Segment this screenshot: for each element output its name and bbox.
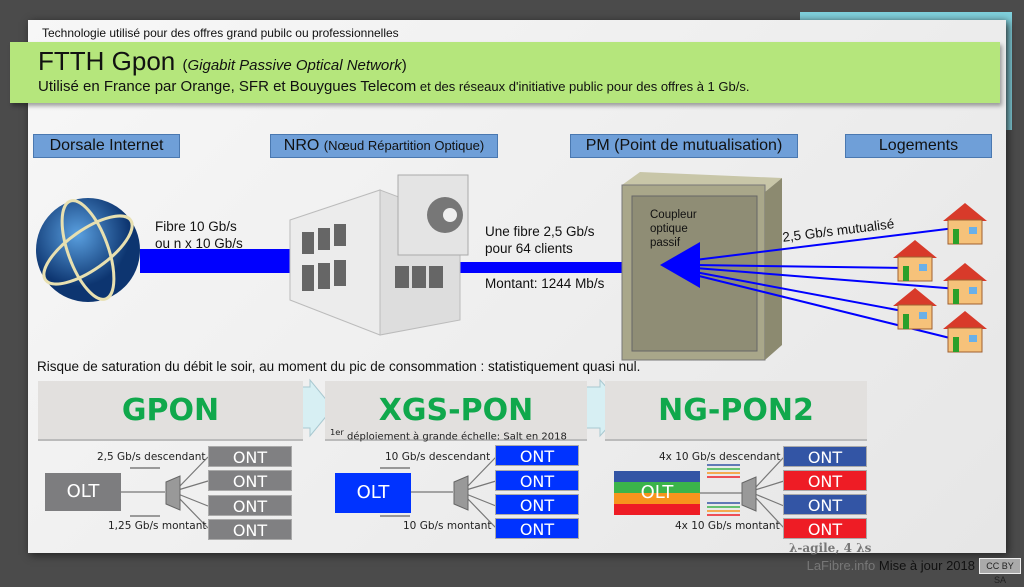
label-logements: Logements bbox=[845, 134, 992, 158]
pm-fiber bbox=[440, 262, 670, 273]
ng-pon2-title: NG-PON2 bbox=[605, 381, 867, 441]
ng-down: 4x 10 Gb/s descendant bbox=[659, 451, 781, 463]
xgs-up: 10 Gb/s montant bbox=[403, 520, 492, 532]
xgs-ont: ONT bbox=[495, 494, 579, 515]
xgs-pon-title: XGS-PON bbox=[325, 381, 587, 441]
ng-ont: ONT bbox=[783, 518, 867, 539]
gpon-ont: ONT bbox=[208, 470, 292, 491]
coupler-arrow bbox=[660, 242, 700, 288]
subtitle: Utilisé en France par Orange, SFR et Bou… bbox=[38, 78, 750, 95]
ng-ont: ONT bbox=[783, 446, 867, 467]
xgs-ont: ONT bbox=[495, 518, 579, 539]
xgs-ont: ONT bbox=[495, 470, 579, 491]
backbone-fiber bbox=[140, 249, 300, 273]
label-dorsale: Dorsale Internet bbox=[33, 134, 180, 158]
xgs-ont: ONT bbox=[495, 445, 579, 466]
lambda-note: λ-agile, 4 λs bbox=[789, 541, 872, 555]
ng-olt: OLT bbox=[614, 471, 700, 515]
gpon-up: 1,25 Gb/s montant bbox=[108, 520, 207, 532]
direction-arrows bbox=[130, 467, 410, 517]
risk-note: Risque de saturation du débit le soir, a… bbox=[37, 359, 641, 374]
footer: LaFibre.info Mise à jour 2018 bbox=[807, 558, 975, 573]
gpon-down: 2,5 Gb/s descendant bbox=[97, 451, 206, 463]
gpon-ont: ONT bbox=[208, 519, 292, 540]
upstream-label: Montant: 1244 Mb/s bbox=[485, 276, 605, 291]
xgs-olt: OLT bbox=[335, 473, 411, 513]
title-banner: FTTH Gpon (Gigabit Passive Optical Netwo… bbox=[10, 42, 1000, 103]
ng-up: 4x 10 Gb/s montant bbox=[675, 520, 780, 532]
gpon-ont: ONT bbox=[208, 495, 292, 516]
building-icon bbox=[289, 174, 469, 336]
header-note: Technologie utilisé pour des offres gran… bbox=[42, 26, 399, 40]
wavelength-arrows bbox=[707, 464, 740, 516]
label-pm: PM (Point de mutualisation) bbox=[570, 134, 798, 158]
site-link[interactable]: LaFibre.info bbox=[806, 558, 876, 573]
xgs-down: 10 Gb/s descendant bbox=[385, 451, 491, 463]
cc-license-badge: CC BY SA bbox=[979, 558, 1021, 585]
xgs-note: 1er déploiement à grande échelle: Salt e… bbox=[330, 427, 567, 443]
splitter-icon bbox=[165, 475, 757, 512]
house-icon bbox=[892, 202, 988, 353]
gpon-title: GPON bbox=[38, 381, 303, 441]
page-title: FTTH Gpon (Gigabit Passive Optical Netwo… bbox=[38, 46, 407, 76]
label-nro: NRO (Nœud Répartition Optique) bbox=[270, 134, 498, 158]
globe-icon bbox=[36, 198, 140, 302]
ng-ont: ONT bbox=[783, 470, 867, 491]
update-note: Mise à jour 2018 bbox=[878, 558, 975, 573]
gpon-ont: ONT bbox=[208, 446, 292, 467]
ng-ont: ONT bbox=[783, 494, 867, 515]
gpon-olt: OLT bbox=[45, 473, 121, 511]
